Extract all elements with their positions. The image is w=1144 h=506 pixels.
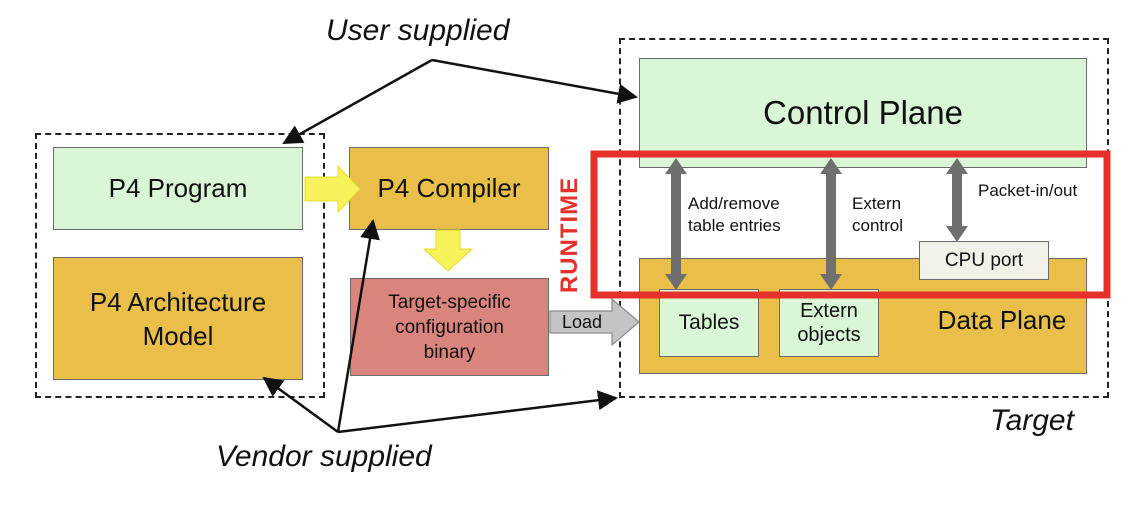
- compiler-to-binary-arrow: [422, 229, 474, 272]
- user-supplied-arrow-to-program: [282, 58, 433, 145]
- target-label: Target: [990, 404, 1074, 437]
- control-plane-label: Control Plane: [763, 94, 963, 131]
- control-plane-box: Control Plane: [639, 58, 1087, 168]
- vendor-supplied-arrow-to-target: [337, 390, 618, 434]
- tables-box: Tables: [659, 289, 759, 357]
- extern-control-label: Extern control: [852, 194, 904, 235]
- load-label: Load: [562, 312, 603, 332]
- extern-objects-box: Extern objects: [779, 289, 879, 357]
- p4-architecture-model-label: P4 Architecture Model: [89, 286, 267, 351]
- runtime-label: RUNTIME: [556, 176, 583, 294]
- packet-in-out-arrow: [946, 158, 968, 242]
- target-config-binary-box: Target-specific configuration binary: [350, 278, 549, 376]
- cpu-port-box: CPU port: [919, 241, 1049, 280]
- vendor-supplied-arrow-to-compiler: [336, 219, 380, 433]
- vendor-supplied-label: Vendor supplied: [216, 440, 432, 473]
- target-config-binary-label: Target-specific configuration binary: [388, 291, 511, 363]
- developer-group-boundary: [35, 133, 325, 398]
- add-remove-label: Add/remove table entries: [688, 194, 781, 235]
- p4-program-box: P4 Program: [53, 147, 303, 230]
- p4-program-label: P4 Program: [108, 173, 248, 203]
- load-arrow: [549, 297, 640, 347]
- extern-objects-label: Extern objects: [797, 300, 861, 346]
- program-to-compiler-arrow: [304, 164, 361, 214]
- runtime-highlight-frame: [590, 150, 1111, 299]
- p4-architecture-model-box: P4 Architecture Model: [53, 257, 303, 380]
- cpu-port-label: CPU port: [944, 249, 1024, 271]
- runtime-label-wrap: RUNTIME: [555, 177, 585, 293]
- user-supplied-label: User supplied: [326, 14, 510, 47]
- p4-compiler-label: P4 Compiler: [377, 173, 521, 203]
- vendor-supplied-arrow-to-architecture: [262, 376, 339, 434]
- add-remove-arrow: [665, 158, 687, 290]
- user-supplied-arrow-to-control-plane: [431, 58, 638, 104]
- tables-label: Tables: [678, 311, 740, 334]
- data-plane-label: Data Plane: [937, 305, 1067, 335]
- extern-control-arrow: [820, 158, 842, 290]
- packet-in-out-label: Packet-in/out: [978, 181, 1078, 200]
